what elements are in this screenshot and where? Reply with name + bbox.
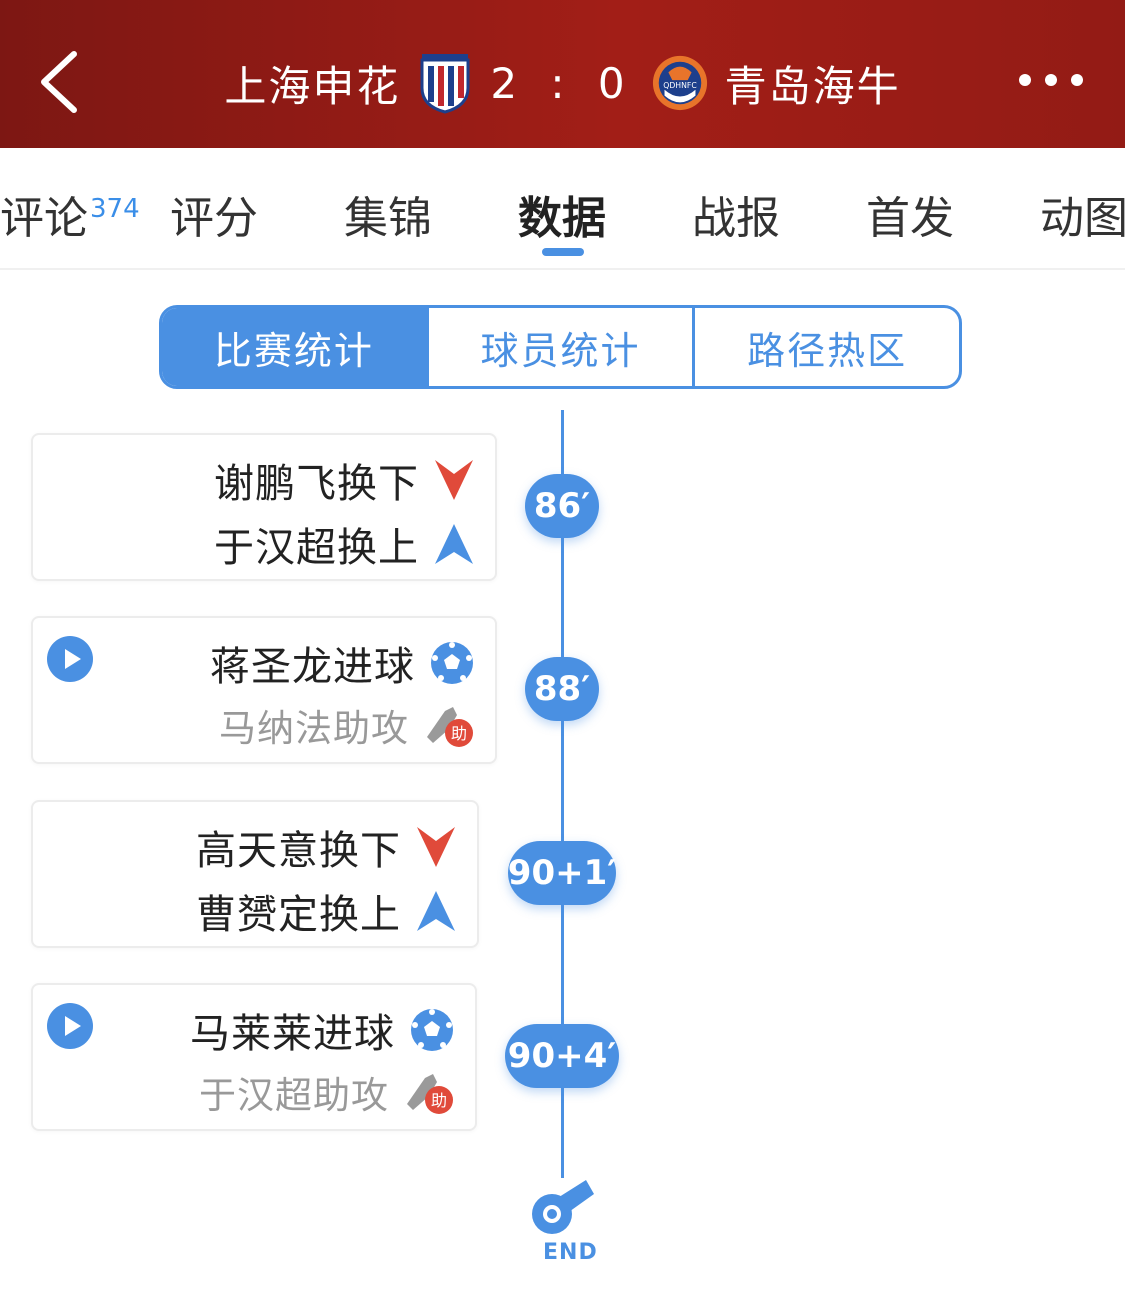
- sub-out-row: 高天意换下: [196, 818, 457, 876]
- tab-report[interactable]: 战报: [692, 193, 780, 244]
- tab-gifs[interactable]: 动图: [1040, 193, 1125, 244]
- assist-badge-text: 助: [451, 724, 467, 743]
- event-time-badge: 86′: [525, 474, 599, 538]
- assist-boot-icon: 助: [407, 1074, 453, 1114]
- play-video-icon[interactable]: [47, 636, 93, 682]
- qingdao-hainiu-crest-icon[interactable]: QDHNFC: [651, 52, 709, 114]
- sub-out-text: 谢鹏飞换下: [214, 461, 419, 507]
- assist-badge-text: 助: [431, 1091, 447, 1110]
- sub-in-row: 曹赟定换上: [196, 882, 457, 940]
- end-label: END: [543, 1240, 598, 1265]
- tab-lineup[interactable]: 首发: [866, 193, 954, 244]
- sub-in-arrow-icon: [435, 524, 473, 564]
- tab-data[interactable]: 数据: [518, 193, 606, 244]
- sub-in-text: 于汉超换上: [214, 525, 419, 571]
- scoreline: 上海申花 2 : 0 QDHNFC 青岛海牛: [0, 38, 1125, 128]
- sub-out-text: 高天意换下: [196, 828, 401, 874]
- assist-text: 于汉超助攻: [199, 1074, 389, 1117]
- sub-in-row: 于汉超换上: [214, 515, 475, 573]
- football-icon: [411, 1009, 453, 1051]
- event-card: 蒋圣龙进球 马纳法助攻 助: [31, 616, 497, 764]
- play-video-icon[interactable]: [47, 1003, 93, 1049]
- away-team-name[interactable]: 青岛海牛: [724, 61, 901, 111]
- event-card: 谢鹏飞换下 于汉超换上: [31, 433, 497, 581]
- active-tab-indicator: [542, 248, 584, 256]
- timeline-line: [561, 410, 564, 1178]
- event-card: 马莱莱进球 于汉超助攻 助: [31, 983, 477, 1131]
- sub-out-row: 谢鹏飞换下: [214, 451, 475, 509]
- match-score: 2 : 0: [490, 58, 635, 108]
- goal-scorer-text: 马莱莱进球: [190, 1011, 395, 1057]
- whistle-icon: [532, 1180, 594, 1234]
- assist-row: 于汉超助攻 助: [199, 1065, 455, 1119]
- assist-text: 马纳法助攻: [219, 707, 409, 750]
- goal-scorer-text: 蒋圣龙进球: [210, 644, 415, 690]
- tab-ratings[interactable]: 评分: [170, 193, 258, 244]
- more-options-icon[interactable]: [1019, 74, 1083, 86]
- tab-highlights[interactable]: 集锦: [344, 193, 432, 244]
- segment-player-stats[interactable]: 球员统计: [425, 308, 693, 386]
- goal-row: 马莱莱进球: [190, 1001, 455, 1059]
- event-time-badge: 88′: [525, 657, 599, 721]
- match-header: 上海申花 2 : 0 QDHNFC 青岛海牛: [0, 0, 1125, 148]
- assist-boot-icon: 助: [427, 707, 473, 747]
- away-crest-lettering: QDHNFC: [663, 81, 696, 90]
- back-arrow-icon[interactable]: [30, 46, 90, 118]
- segment-match-stats[interactable]: 比赛统计: [162, 308, 426, 386]
- event-card: 高天意换下 曹赟定换上: [31, 800, 479, 948]
- home-team-name[interactable]: 上海申花: [224, 61, 401, 111]
- sub-in-arrow-icon: [417, 891, 455, 931]
- football-icon: [431, 642, 473, 684]
- stats-segmented-control: 比赛统计 球员统计 路径热区: [159, 305, 962, 389]
- shenhua-crest-icon[interactable]: [416, 52, 474, 114]
- assist-row: 马纳法助攻 助: [219, 698, 475, 752]
- event-time-badge: 90+1′: [508, 841, 616, 905]
- tab-comments[interactable]: 评论374: [0, 182, 140, 246]
- sub-out-arrow-icon: [435, 460, 473, 500]
- event-time-badge: 90+4′: [505, 1024, 619, 1088]
- segment-heatmap[interactable]: 路径热区: [692, 308, 959, 386]
- sub-in-text: 曹赟定换上: [196, 892, 401, 938]
- sub-out-arrow-icon: [417, 827, 455, 867]
- comment-count-badge: 374: [90, 194, 140, 225]
- tab-bar: 评论374 评分 集锦 数据 战报 首发 动图: [0, 148, 1125, 270]
- goal-row: 蒋圣龙进球: [210, 634, 475, 692]
- tab-comments-label: 评论: [0, 193, 88, 244]
